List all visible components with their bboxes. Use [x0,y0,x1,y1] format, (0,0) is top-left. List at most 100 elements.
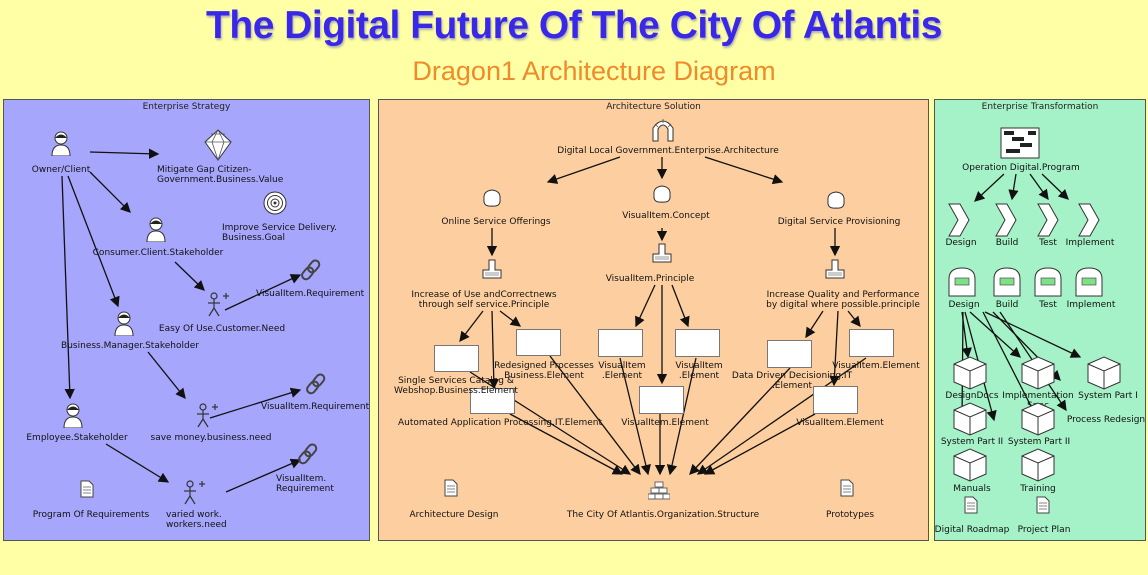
element-box [516,329,561,356]
need-figure-icon [197,403,218,428]
easy-of-use-label: Easy Of Use.Customer.Need [158,324,286,334]
page-title: The Digital Future Of The City Of Atlant… [206,4,942,47]
phase-chevron-icon [948,203,970,237]
concept-label: VisualItem.Concept [622,211,710,221]
concept-blob-icon [653,185,671,203]
employee-label: Employee.Stakeholder [26,433,128,443]
online-service-label: Online Service Offerings [441,217,551,227]
mitigate-gap-label: Mitigate Gap Citizen-Government.Business… [157,165,284,185]
concept-blob-icon [483,189,501,207]
phase-chevron-icon [995,203,1017,237]
need-figure-icon [208,292,229,317]
system-part-label: System Part II [940,437,1004,447]
visualitem-element-label: VisualItem.Element [832,361,920,371]
document-icon [80,480,94,498]
principle-stamp-icon [482,259,502,279]
deliverable-cube-icon [953,448,987,482]
digital-roadmap-label: Digital Roadmap [934,525,1010,535]
document-icon [964,496,978,514]
stage-label: Implement [1066,300,1116,310]
prototypes-label: Prototypes [825,510,875,520]
document-icon [840,479,854,497]
architecture-design-label: Architecture Design [409,510,499,520]
diamond-value-icon [204,129,232,162]
phase-label: Implement [1065,238,1115,248]
business-manager-label: Business.Manager.Stakeholder [61,341,199,351]
program-plan-icon [1000,127,1040,159]
save-money-label: save money.business.need [150,433,272,443]
deliverable-cube-icon [953,402,987,436]
phase-label: Design [945,238,977,248]
requirement-label: VisualItem.Requirement [261,402,370,412]
phase-chevron-icon [1037,203,1059,237]
page-subtitle: Dragon1 Architecture Diagram [412,56,776,86]
phase-label: Test [1039,238,1057,248]
consumer-client-label: Consumer.Client.Stakeholder [92,248,224,258]
project-plan-label: Project Plan [1017,525,1071,535]
element-box [470,388,515,414]
element-box [849,329,894,357]
data-driven-label: Data Driven Decisioning.IT.Element [731,371,853,391]
panel-header: Architecture Solution [606,102,701,112]
training-label: Training [1020,484,1056,494]
owner-client-label: Owner/Client [31,165,91,175]
person-icon [63,403,83,428]
person-icon [146,217,166,242]
architecture-solution-panel: Architecture Solution [378,99,929,541]
program-requirements-label: Program Of Requirements [32,510,150,520]
deliverable-cube-icon [953,356,987,390]
element-box [767,340,812,368]
process-redesign-label: Process Redesign [1066,415,1146,425]
manuals-label: Manuals [953,484,991,494]
single-services-label: Single Services Catalog &Webshop.Busines… [394,376,518,396]
deliverable-cube-icon [1021,356,1055,390]
concept-blob-icon [827,191,845,209]
organization-structure-label: The City Of Atlantis.Organization.Struct… [566,510,760,520]
automated-processing-label: Automated Application Processing.IT.Elem… [397,418,603,428]
visualitem-element-label: VisualItem.Element [796,418,884,428]
deliverable-cube-icon [1087,356,1121,390]
element-box [813,386,858,414]
system-part-label: System Part I [1078,391,1138,401]
chain-link-icon [301,259,321,281]
document-icon [1036,496,1050,514]
visualitem-element-label: VisualItem.Element [598,361,646,381]
person-icon [51,131,71,156]
arch-icon [652,119,674,142]
panel-header: Enterprise Strategy [142,102,231,112]
visualitem-element-label: VisualItem.Element [621,418,709,428]
chain-link-icon [298,443,318,465]
stage-gate-icon [1075,267,1103,297]
stage-label: Design [948,300,980,310]
need-figure-icon [184,480,205,505]
stage-gate-icon [993,267,1021,297]
document-icon [444,479,458,497]
requirement-label: VisualItem.Requirement [256,289,365,299]
enterprise-architecture-label: Digital Local Government.Enterprise.Arch… [557,146,779,156]
org-structure-icon [648,481,670,500]
element-box [675,329,720,357]
stage-gate-icon [948,267,976,297]
principle-label: VisualItem.Principle [605,274,695,284]
operation-program-label: Operation Digital.Program [962,163,1080,173]
deliverable-cube-icon [1021,448,1055,482]
requirement-label: VisualItem.Requirement [276,474,334,494]
service-provisioning-label: Digital Service Provisioning [777,217,901,227]
principle-stamp-icon [825,259,845,279]
element-box [639,386,684,414]
system-part-label: System Part II [1007,437,1071,447]
person-icon [114,311,134,336]
design-docs-label: DesignDocs [945,391,999,401]
stage-label: Test [1039,300,1057,310]
phase-chevron-icon [1078,203,1100,237]
phase-label: Build [995,238,1019,248]
principle-stamp-icon [652,243,672,263]
stage-label: Build [995,300,1019,310]
element-box [434,345,479,372]
panel-header: Enterprise Transformation [981,102,1099,112]
element-box [598,329,643,357]
chain-link-icon [306,373,326,395]
